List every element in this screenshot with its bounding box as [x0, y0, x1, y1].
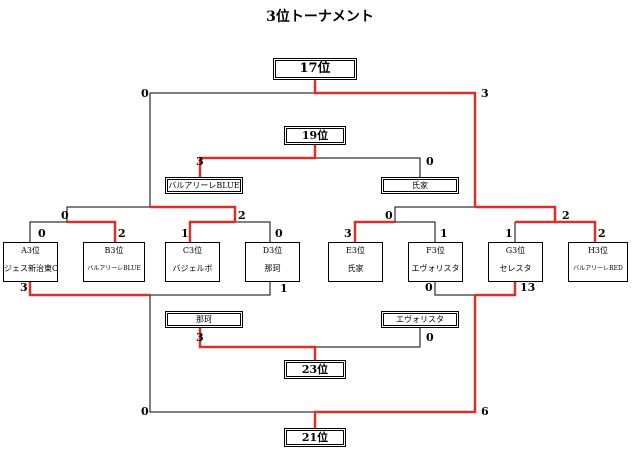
score: 3: [344, 227, 352, 240]
score: 3: [20, 281, 28, 294]
seed-g: G3位 セレスタ: [488, 242, 543, 282]
p23-line-black: [315, 328, 421, 348]
r1-gh-red: [515, 220, 597, 242]
seed-c: C3位 バジェルボ: [165, 242, 220, 282]
r1-ef-red: [353, 220, 395, 242]
seed-rank: C3位: [182, 246, 203, 255]
place-21-box: 21位: [284, 428, 346, 447]
seed-b: B3位 バルアリーレBLUE: [83, 242, 145, 282]
lose-g-red: [475, 282, 517, 297]
seed-team: ジェス新治東C: [4, 264, 59, 273]
seed-a: A3位 ジェス新治東C: [3, 242, 58, 282]
seed-rank: B3位: [104, 246, 124, 255]
score: 2: [118, 227, 126, 240]
r1-cd-red: [188, 220, 235, 242]
score: 1: [505, 227, 513, 240]
seed-team: 那珂: [264, 264, 281, 273]
score: 3: [196, 331, 204, 344]
score: 0: [426, 155, 434, 168]
score: 13: [520, 281, 536, 294]
seed-rank: D3位: [262, 246, 283, 255]
seed-rank: A3位: [21, 246, 40, 255]
score: 1: [280, 282, 288, 295]
p19-line-black: [315, 157, 421, 177]
p23-team-left: 那珂: [165, 311, 243, 328]
seed-f: F3位 エヴォリスタ: [408, 242, 463, 282]
r2-left-black: [66, 206, 150, 222]
place-23-box: 23位: [284, 360, 346, 379]
score: 0: [275, 227, 283, 240]
score: 1: [181, 227, 189, 240]
r2-right-black: [394, 206, 475, 222]
page-title: 3位トーナメント: [266, 9, 374, 25]
r1-ab-black: [29, 221, 67, 242]
seed-rank: H3位: [587, 246, 609, 255]
seed-team: バジェルボ: [172, 264, 213, 273]
score: 0: [426, 331, 434, 344]
place-17-box: 17位: [273, 58, 357, 80]
score: 3: [196, 155, 204, 168]
final17-line-red: [313, 80, 477, 207]
score: 0: [38, 227, 46, 240]
score: 0: [61, 209, 69, 222]
p21-line-red: [313, 295, 477, 428]
p19-team-right: 氏家: [381, 177, 459, 194]
score: 3: [481, 87, 489, 100]
score: 2: [598, 227, 606, 240]
seed-rank: F3位: [426, 246, 445, 255]
lose-f-black: [434, 282, 475, 296]
seed-d: D3位 那珂: [245, 242, 300, 282]
r2-right-red: [475, 205, 557, 222]
seed-team: エヴォリスタ: [411, 264, 460, 273]
p23-team-right: エヴォリスタ: [381, 311, 459, 328]
score: 0: [141, 87, 149, 100]
r1-ab-red: [67, 220, 117, 242]
lose-d-black: [150, 282, 271, 296]
p21-line-black: [149, 295, 315, 413]
r1-cd-black: [235, 221, 271, 242]
p19-line-red: [198, 145, 317, 177]
seed-team: セレスタ: [499, 264, 532, 273]
seed-h: H3位 バルアリーレRED: [568, 242, 628, 282]
seed-team: 氏家: [347, 264, 364, 273]
seed-rank: G3位: [505, 246, 526, 255]
r1-ef-black: [395, 221, 436, 242]
score: 2: [562, 209, 570, 222]
seed-rank: E3位: [346, 246, 365, 255]
r2-left-red: [150, 205, 237, 222]
final17-line-black: [149, 92, 315, 207]
place-19-box: 19位: [284, 126, 346, 145]
score: 6: [481, 405, 489, 418]
score: 0: [385, 209, 393, 222]
seed-team: バルアリーレRED: [573, 265, 623, 272]
score: 0: [425, 281, 433, 294]
score: 2: [238, 209, 246, 222]
seed-team: バルアリーレBLUE: [87, 265, 141, 272]
score: 0: [141, 405, 149, 418]
p19-team-left: バルアリーレBLUE: [165, 177, 243, 194]
p23-line-red: [198, 328, 317, 360]
score: 1: [440, 227, 448, 240]
lose-a-red: [28, 282, 150, 297]
seed-e: E3位 氏家: [328, 242, 383, 282]
